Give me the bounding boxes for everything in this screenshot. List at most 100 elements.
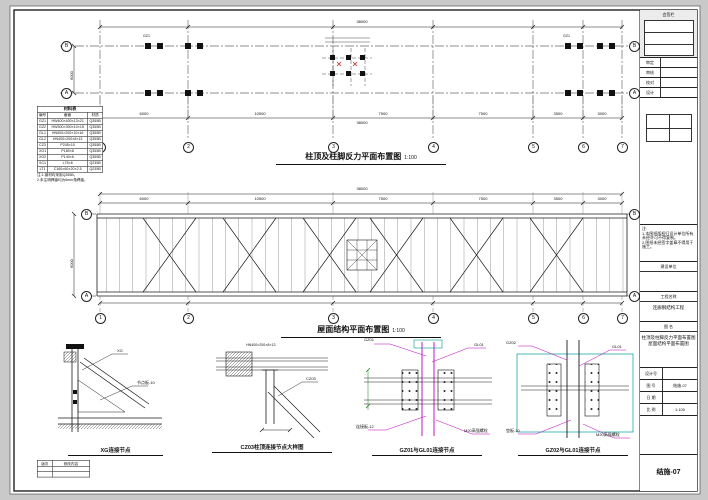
sign-row: 设计 (640, 88, 697, 98)
meta-value: 结施-07 (673, 383, 687, 388)
column-mark-label: GZ1 (143, 34, 150, 38)
grid-bubble-row-b: B (629, 41, 640, 52)
detail1-caption: XG连接节点 (68, 446, 163, 456)
grid-bubble-col: 7 (617, 142, 628, 153)
revision-box: 版次 修改内容 (36, 459, 92, 478)
dim-span: 3000 (597, 111, 607, 116)
mat-cell: LT1 (36, 166, 49, 173)
dim-span: 7500 (478, 196, 488, 201)
dim-total-roof: 38000 (356, 186, 368, 191)
project-value: 连廊钢结构工程 (652, 305, 685, 310)
grid-bubble-row-a: A (629, 88, 640, 99)
top-plan-linework (60, 20, 636, 140)
sign-row-label: 设计 (640, 88, 661, 97)
dim-span: 6000 (139, 196, 149, 201)
meta-row: 设计号 (640, 368, 697, 380)
mat-cell: C160×60×20×2.5 (47, 166, 88, 173)
drawing-name-value: 柱顶及柱脚反力平面布置图 屋面结构平面布置图 (641, 335, 696, 347)
meta-row: 图 号 结施-07 (640, 380, 697, 392)
load-cross-marks (336, 61, 358, 67)
grid-bubble-row-a: A (81, 291, 92, 302)
detail-gz01-linework (364, 339, 492, 436)
detail-cz03-linework (216, 351, 328, 439)
grid-bubble-row-b: B (629, 209, 640, 220)
grid-bubble-col: 5 (528, 142, 539, 153)
revision-cell (51, 465, 90, 473)
detail4-caption: GZ02与GL01连接节点 (518, 446, 628, 456)
column-marks (145, 43, 615, 96)
titleblock-sign-area: 会签栏 (640, 10, 697, 58)
roof-center-cluster (346, 239, 378, 271)
detail3-label-bolt: M20高强螺栓 (464, 428, 488, 433)
titleblock-stamp-area (640, 98, 697, 225)
detail1-label-xg: XG (117, 348, 123, 353)
sign-area-label: 会签栏 (662, 12, 675, 17)
grid-bubble-col: 6 (578, 142, 589, 153)
meta-label: 比 例 (640, 404, 663, 415)
grid-bubble-row-a: A (61, 88, 72, 99)
titleblock-blank (640, 416, 697, 455)
detail3-caption: GZ01与GL01连接节点 (372, 446, 482, 456)
dim-side-top-plan: 6000 (69, 71, 74, 80)
meta-label: 日 期 (640, 392, 663, 403)
top-plan-title-text: 柱顶及柱脚反力平面布置图 (305, 152, 402, 161)
grid-bubble-col: 2 (183, 313, 194, 324)
top-plan-scale: 1:100 (404, 155, 417, 161)
project-label: 工程名称 (640, 292, 697, 302)
revision-cell (51, 471, 90, 478)
dim-span: 3500 (553, 111, 563, 116)
detail3-label-plate: 连接板-12 (356, 424, 374, 429)
detail3-label-gl01: GL01 (474, 342, 484, 347)
sign-row-label: 审核 (640, 68, 661, 77)
grid-bubble-row-a: A (629, 291, 640, 302)
sign-row: 校对 (640, 78, 697, 88)
dim-total-bottom: 38000 (356, 120, 368, 125)
title-block: 会签栏 审定 审核 校对 设计 注: 1.本图纸版权归设计单位所有,未经许可不得… (640, 10, 697, 491)
dim-span: 10500 (254, 196, 266, 201)
drawing-name-label: 图 名 (640, 322, 697, 332)
detail2-label-beam: HN400×200×8×13 (246, 343, 276, 347)
meta-label: 图 号 (640, 380, 663, 391)
detail1-label-plate: 节点板-10 (137, 380, 155, 385)
grid-bubble-row-b: B (61, 41, 72, 52)
detail4-label-pad: 垫板-10 (506, 428, 520, 433)
notice-text: 注: 1.本图纸版权归设计单位所有,未经许可不得复制。 2.图纸未经签字盖章不得… (642, 226, 695, 250)
material-table-notes: 注:1.钢材均采用Q355B。 2.未注明焊缝均为6mm角焊缝。 (37, 173, 88, 183)
dim-span: 3500 (553, 196, 563, 201)
detail3-label-gz01: GZ01 (364, 337, 375, 342)
titleblock-owner: 建设单位 (640, 262, 697, 292)
grid-bubble-col: 2 (183, 142, 194, 153)
grid-bubble-col: 3 (328, 142, 339, 153)
dim-span: 6000 (139, 111, 149, 116)
center-cluster (322, 37, 372, 86)
dim-side-roof-plan: 6000 (69, 259, 74, 268)
dim-span: 3000 (597, 196, 607, 201)
dim-span: 7500 (378, 111, 388, 116)
detail4-label-bolt: M20高强螺栓 (596, 432, 620, 437)
sign-row-label: 校对 (640, 78, 661, 87)
dim-total-top: 38000 (356, 19, 368, 24)
dim-span: 10500 (254, 111, 266, 116)
mat-cell: Q235B (87, 166, 104, 173)
meta-value (663, 392, 697, 403)
detail4-label-gl01: GL01 (612, 344, 622, 349)
detail2-label-cz03: CZ03 (306, 376, 316, 381)
titleblock-drawing-name: 图 名 柱顶及柱脚反力平面布置图 屋面结构平面布置图 (640, 322, 697, 368)
revision-cell (36, 471, 53, 478)
grid-bubble-col: 1 (95, 313, 106, 324)
titleblock-project: 工程名称 连廊钢结构工程 (640, 292, 697, 322)
grid-bubble-col: 6 (578, 313, 589, 324)
meta-row: 比 例 1:100 (640, 404, 697, 416)
grid-bubble-col: 7 (617, 313, 628, 324)
roof-plan-title-text: 屋面结构平面布置图 (317, 325, 390, 334)
grid-bubble-row-b: B (81, 209, 92, 220)
meta-row: 日 期 (640, 392, 697, 404)
detail-xg-linework (58, 344, 162, 432)
sheet-number: 结施-07 (656, 469, 681, 476)
detail-gz02-linework (516, 340, 634, 439)
titleblock-notice: 注: 1.本图纸版权归设计单位所有,未经许可不得复制。 2.图纸未经签字盖章不得… (640, 225, 697, 262)
